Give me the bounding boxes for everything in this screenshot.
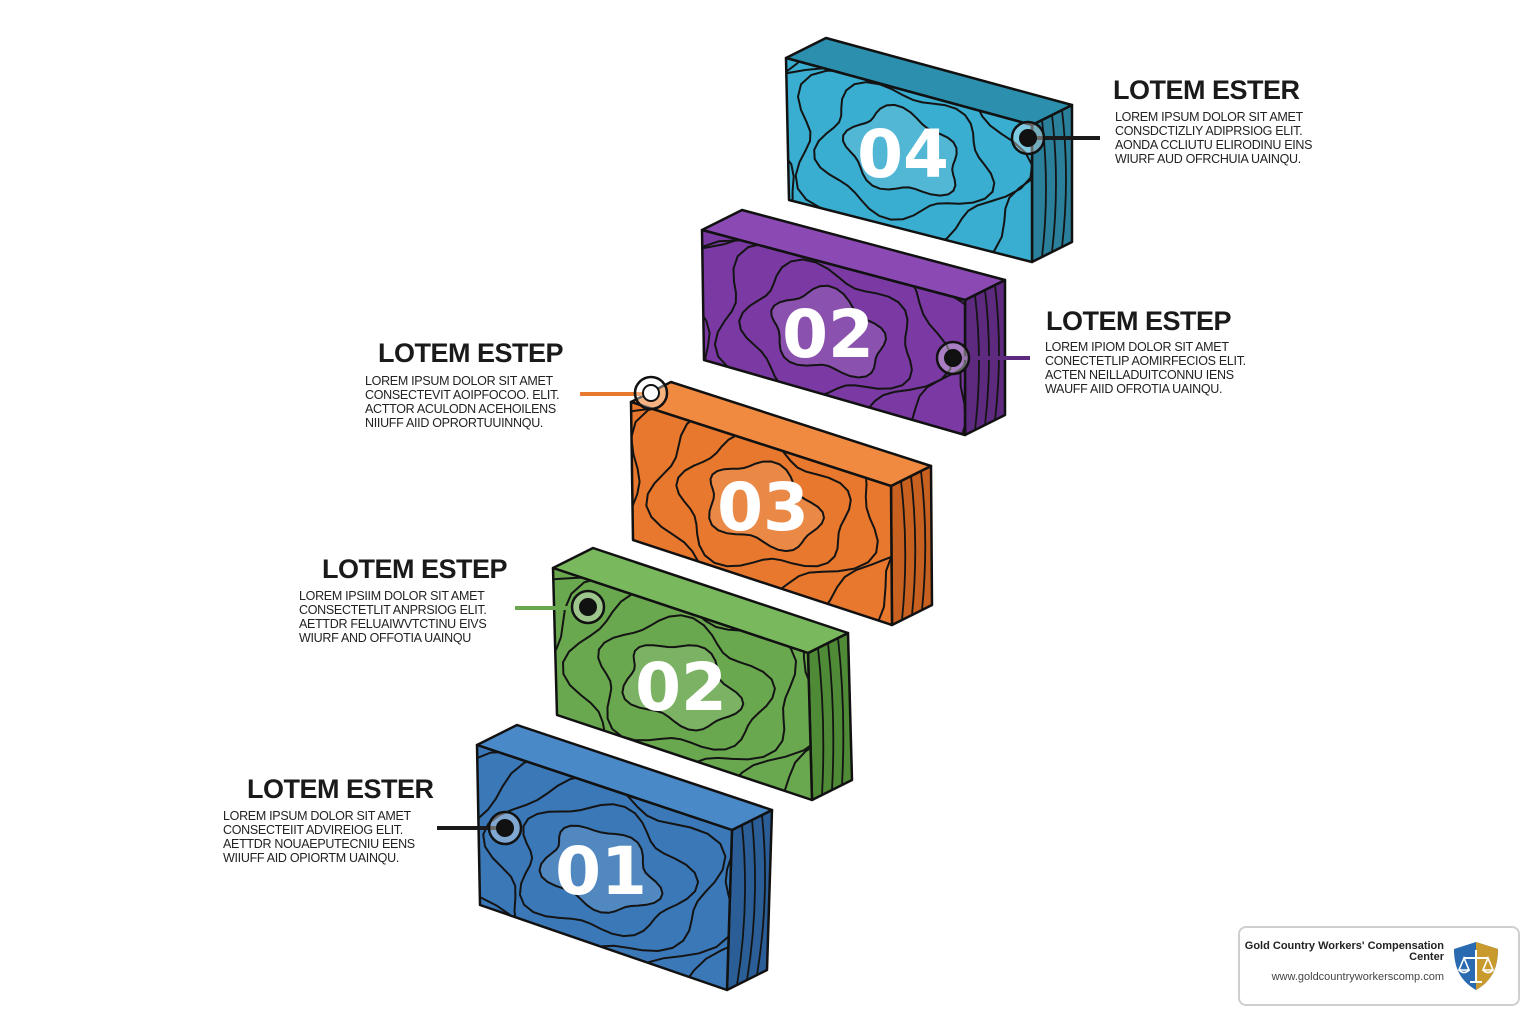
- step-number: 03: [717, 469, 809, 546]
- step-block-1: 01: [475, 723, 774, 992]
- step-5-description: LOREM IPSUM DOLOR SIT AMET CONSDCTIZLIY …: [1115, 110, 1313, 166]
- company-badge[interactable]: Gold Country Workers' Compensation Cente…: [1238, 926, 1520, 1006]
- step-3-description: LOREM IPSUM DOLOR SIT AMET CONSECTEVIT A…: [365, 374, 560, 430]
- scales-shield-icon: [1454, 942, 1498, 990]
- step-5-line-4: WIURF AUD OFRCHUIA UAINQU.: [1115, 152, 1301, 166]
- step-4-line-1: LOREM IPIOM DOLOR SIT AMET: [1045, 340, 1229, 354]
- step-1-line-1: LOREM IPSUM DOLOR SIT AMET: [223, 809, 411, 823]
- step-block-2: 02: [551, 546, 854, 802]
- step-4-description: LOREM IPIOM DOLOR SIT AMET CONECTETLIP A…: [1045, 340, 1246, 396]
- step-3-line-2: CONSECTEVIT AOIPFOCOO. ELIT.: [365, 388, 560, 402]
- step-1-description: LOREM IPSUM DOLOR SIT AMET CONSECTEIIT A…: [223, 809, 415, 865]
- step-3-line-4: NIIUFF AIID OPRORTUUINNQU.: [365, 416, 544, 430]
- step-3-line-3: ACTTOR ACULODN ACEHOILENS: [365, 402, 556, 416]
- company-url[interactable]: www.goldcountryworkerscomp.com: [1271, 971, 1444, 983]
- step-2-title: LOTEM ESTEP: [322, 554, 508, 584]
- step-4-line-3: ACTEN NEILLADUITCONNU IENS: [1045, 368, 1234, 382]
- step-2-line-4: WIURF AND OFFOTIA UAINQU: [299, 631, 471, 645]
- step-1-line-4: WIIUFF AID OPIORTM UAINQU.: [223, 851, 400, 865]
- step-5-line-2: CONSDCTIZLIY ADIPRSIOG ELIT.: [1115, 124, 1303, 138]
- connector-dot: [642, 384, 660, 402]
- connector-dot: [496, 819, 514, 837]
- step-5-line-3: AONDA CCLIUTU ELIRODINU EINS: [1115, 138, 1313, 152]
- step-number: 02: [635, 649, 727, 726]
- step-4-line-4: WAUFF AIID OFROTIA UAINQU.: [1045, 382, 1223, 396]
- step-3-title: LOTEM ESTEP: [378, 338, 564, 368]
- step-number: 04: [857, 116, 949, 193]
- company-name: Gold Country Workers' Compensation Cente…: [1244, 940, 1444, 963]
- step-5-title: LOTEM ESTER: [1113, 75, 1300, 105]
- step-2-line-3: AETTDR FELUAIWVTCTINU EIVS: [299, 617, 487, 631]
- step-1-line-2: CONSECTEIIT ADVIREIOG ELIT.: [223, 823, 403, 837]
- step-3-line-1: LOREM IPSUM DOLOR SIT AMET: [365, 374, 553, 388]
- connector-dot: [1019, 129, 1037, 147]
- connector-dot: [944, 349, 962, 367]
- step-number: 01: [555, 833, 647, 910]
- step-2-description: LOREM IPSIIM DOLOR SIT AMET CONSECTETLIT…: [299, 589, 487, 645]
- contour-pattern: [477, 745, 732, 990]
- step-4-line-2: CONECTETLIP AOMIRFECIOS ELIT.: [1045, 354, 1246, 368]
- step-1-title: LOTEM ESTER: [247, 774, 434, 804]
- step-number: 02: [782, 296, 874, 373]
- step-4-title: LOTEM ESTEP: [1046, 306, 1232, 336]
- block-front-face: [700, 228, 967, 437]
- block-front-face: [475, 743, 734, 992]
- step-5-line-1: LOREM IPSUM DOLOR SIT AMET: [1115, 110, 1303, 124]
- block-front-face: [551, 566, 814, 802]
- step-2-line-1: LOREM IPSIIM DOLOR SIT AMET: [299, 589, 485, 603]
- block-front-face: [629, 400, 894, 627]
- connector-dot: [579, 598, 597, 616]
- step-1-line-3: AETTDR NOUAEPUTECNIU EENS: [223, 837, 415, 851]
- step-2-line-2: CONSECTETLIT ANPRSIOG ELIT.: [299, 603, 487, 617]
- step-block-3: 03: [629, 380, 934, 627]
